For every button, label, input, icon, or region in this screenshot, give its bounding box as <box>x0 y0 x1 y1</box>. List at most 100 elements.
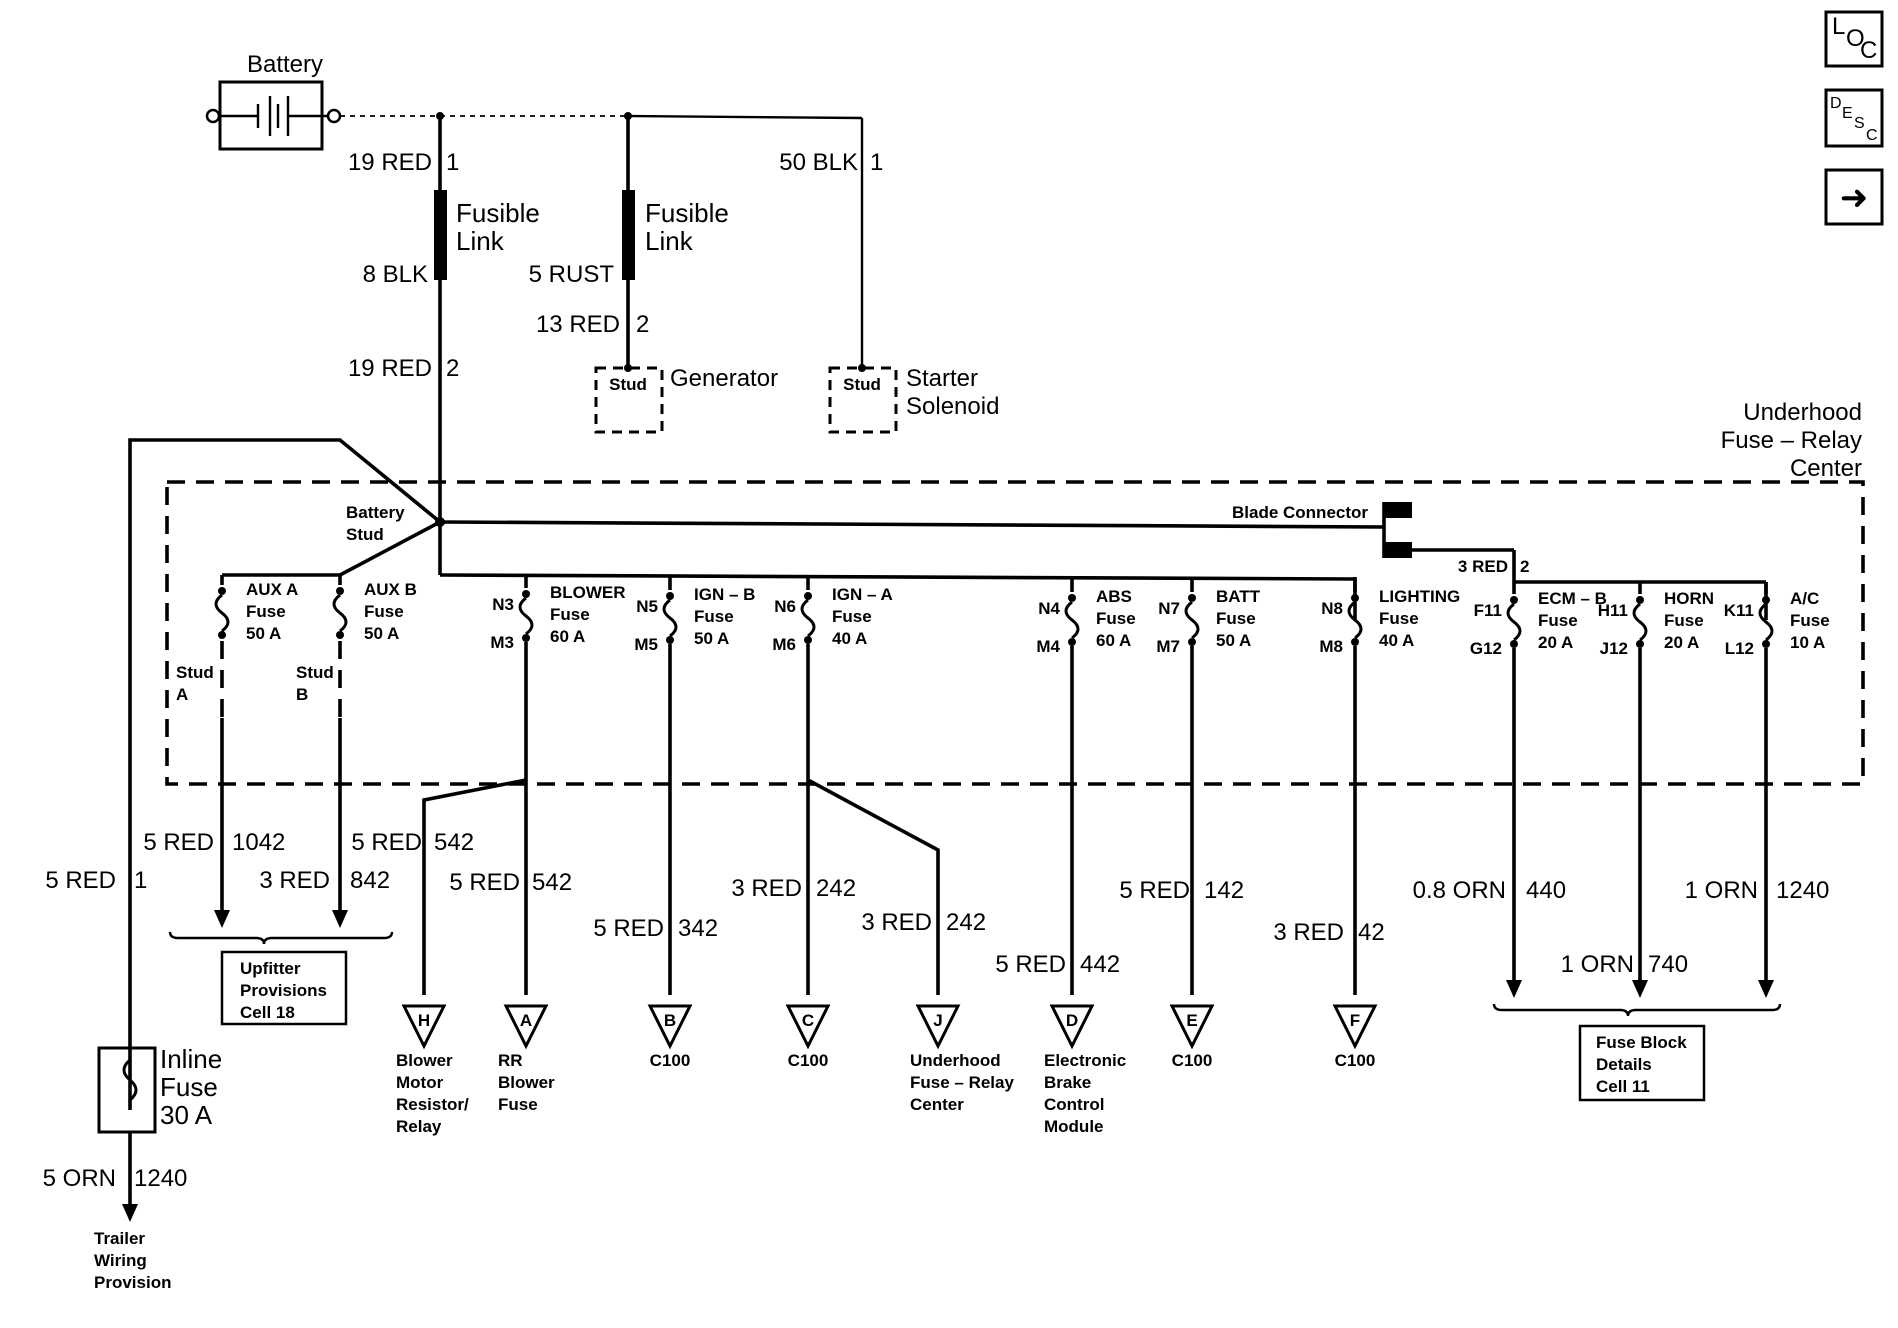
fuse-rating: 60 A <box>550 627 585 646</box>
fuse-kind: Fuse <box>246 602 286 621</box>
connector-desc: C100 <box>1172 1051 1213 1070</box>
svg-text:1: 1 <box>134 867 147 894</box>
fuse-kind: Fuse <box>1790 611 1830 630</box>
connector-letter: F <box>1350 1011 1360 1030</box>
svg-text:3 RED: 3 RED <box>1273 919 1344 946</box>
arrow-down-icon <box>1758 980 1774 998</box>
fuse-name: BATT <box>1216 587 1261 606</box>
connector-desc: C100 <box>650 1051 691 1070</box>
svg-text:A: A <box>176 685 188 704</box>
svg-text:E: E <box>1842 105 1853 122</box>
connector-desc: Blower <box>498 1073 555 1092</box>
svg-text:Fuse – Relay: Fuse – Relay <box>1721 427 1862 454</box>
fuse-name: IGN – A <box>832 585 893 604</box>
svg-text:5 RED: 5 RED <box>449 869 520 896</box>
fuse-name: ECM – B <box>1538 589 1607 608</box>
svg-text:1: 1 <box>446 149 459 176</box>
svg-text:Stud: Stud <box>609 375 647 394</box>
svg-text:Link: Link <box>645 226 694 256</box>
fuse-name: LIGHTING <box>1379 587 1460 606</box>
svg-text:Stud: Stud <box>346 525 384 544</box>
svg-text:442: 442 <box>1080 951 1120 978</box>
svg-text:O: O <box>1846 25 1865 52</box>
svg-text:B: B <box>296 685 308 704</box>
svg-text:Battery: Battery <box>346 503 405 522</box>
svg-text:42: 42 <box>1358 919 1385 946</box>
fuse-cavity-in: K11 <box>1724 601 1754 620</box>
svg-text:342: 342 <box>678 915 718 942</box>
fuse-name: AUX A <box>246 580 298 599</box>
fuse-name: BLOWER <box>550 583 626 602</box>
svg-text:Generator: Generator <box>670 365 778 392</box>
fuse-cavity-out: M3 <box>490 633 514 652</box>
svg-text:1: 1 <box>870 149 883 176</box>
fuse-rating: 20 A <box>1538 633 1573 652</box>
fuse-cavity-in: H11 <box>1598 601 1628 620</box>
svg-text:5 ORN: 5 ORN <box>43 1165 116 1192</box>
fusible-link-2 <box>622 190 635 280</box>
svg-text:Stud: Stud <box>176 663 214 682</box>
svg-text:Cell 18: Cell 18 <box>240 1003 295 1022</box>
svg-text:242: 242 <box>946 909 986 936</box>
fuse-kind: Fuse <box>1664 611 1704 630</box>
connector-desc: Module <box>1044 1117 1104 1136</box>
svg-text:19 RED: 19 RED <box>348 149 432 176</box>
fuse-name: IGN – B <box>694 585 755 604</box>
fuse-block-details-ref: Fuse Block Details Cell 11 <box>1492 1003 1782 1102</box>
arrow-down-icon <box>1506 980 1522 998</box>
svg-text:Blade Connector: Blade Connector <box>1232 503 1368 522</box>
starter-solenoid-stud: Stud Starter Solenoid <box>828 364 999 434</box>
fuse-cavity-in: N6 <box>774 597 796 616</box>
connector-desc: Blower <box>396 1051 453 1070</box>
arrow-down-icon <box>214 910 230 928</box>
svg-text:5 RED: 5 RED <box>351 829 422 856</box>
svg-text:Fuse Block: Fuse Block <box>1596 1033 1687 1052</box>
svg-text:Fuse: Fuse <box>160 1072 218 1102</box>
fuse-name: ABS <box>1096 587 1132 606</box>
connector-f: F C100 <box>1332 1004 1378 1070</box>
svg-text:5 RED: 5 RED <box>45 867 116 894</box>
fuse-name: A/C <box>1790 589 1819 608</box>
wire <box>807 778 940 995</box>
connector-letter: J <box>933 1011 942 1030</box>
fuse-kind: Fuse <box>550 605 590 624</box>
svg-text:Center: Center <box>1790 455 1862 482</box>
svg-text:3 RED: 3 RED <box>259 867 330 894</box>
fuse-cavity-in: N7 <box>1158 599 1180 618</box>
svg-text:13 RED: 13 RED <box>536 311 620 338</box>
svg-text:Link: Link <box>456 226 505 256</box>
fuse-cavity-out: M4 <box>1036 637 1060 656</box>
fuse-kind: Fuse <box>832 607 872 626</box>
svg-text:2: 2 <box>1520 557 1529 576</box>
svg-text:Solenoid: Solenoid <box>906 393 999 420</box>
loc-button[interactable]: L O C <box>1824 10 1884 68</box>
svg-text:1 ORN: 1 ORN <box>1561 951 1634 978</box>
fuse-1: AUX A Fuse 50 A <box>214 575 298 643</box>
fuse-rating: 50 A <box>246 624 281 643</box>
svg-text:1240: 1240 <box>1776 877 1829 904</box>
svg-text:5 RED: 5 RED <box>995 951 1066 978</box>
fuse-cavity-in: N3 <box>492 595 514 614</box>
svg-text:740: 740 <box>1648 951 1688 978</box>
connector-letter: E <box>1186 1011 1197 1030</box>
svg-text:C: C <box>1866 127 1878 144</box>
desc-button[interactable]: D E S C <box>1824 88 1884 148</box>
connector-letter: C <box>802 1011 814 1030</box>
svg-text:142: 142 <box>1204 877 1244 904</box>
connector-desc: Resistor/ <box>396 1095 469 1114</box>
underhood-fuse-relay-center: Underhood Fuse – Relay Center Battery St… <box>165 399 1865 786</box>
connector-desc: C100 <box>1335 1051 1376 1070</box>
connector-desc: Relay <box>396 1117 442 1136</box>
svg-text:Upfitter: Upfitter <box>240 959 301 978</box>
svg-text:5 RED: 5 RED <box>143 829 214 856</box>
fuse-cavity-out: J12 <box>1600 639 1628 658</box>
next-page-button[interactable]: ➜ <box>1824 168 1884 226</box>
svg-text:8 BLK: 8 BLK <box>363 261 428 288</box>
svg-text:440: 440 <box>1526 877 1566 904</box>
